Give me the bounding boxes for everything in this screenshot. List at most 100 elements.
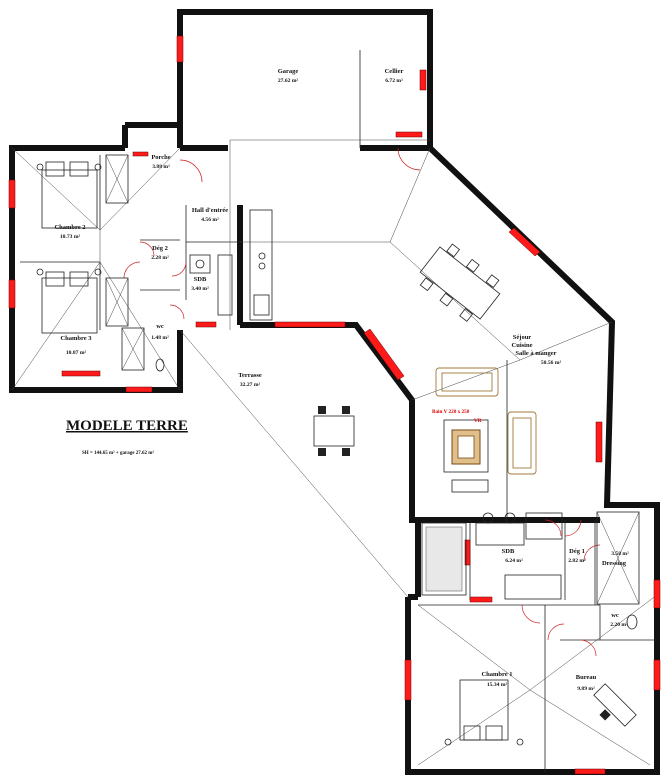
sink-bowl (504, 512, 516, 524)
roof-line (389, 241, 521, 361)
window (132, 151, 149, 157)
lamp (444, 738, 452, 746)
dressing-label: Dressing (602, 560, 627, 567)
sofa-cushion (441, 372, 493, 392)
hob (258, 252, 266, 260)
pillow (69, 161, 89, 177)
chair (318, 406, 326, 414)
vr-note: VR (474, 418, 482, 424)
chair (342, 406, 350, 414)
roof-lines (11, 139, 658, 766)
terrasse-label: Terrasse (238, 372, 262, 379)
roof-line (529, 689, 651, 766)
roof-line (99, 147, 181, 231)
chair (485, 274, 500, 289)
window (395, 131, 423, 138)
rug (443, 419, 489, 473)
bain-note: Bain V 220 x 250 (432, 409, 470, 415)
tv-unit (451, 479, 489, 493)
lamp (516, 738, 524, 746)
deg2-label: Dég 2 (152, 245, 168, 252)
desk-chair (599, 709, 611, 721)
wc-right-area: 2.20 m² (610, 622, 628, 628)
main-outer-wall (405, 145, 660, 775)
bathtub (504, 574, 562, 600)
hob (258, 262, 266, 270)
terrace-table (313, 415, 355, 447)
pillow (485, 725, 503, 741)
window (653, 579, 661, 609)
shower-tray (425, 526, 463, 592)
window (419, 69, 427, 91)
door-arc (123, 261, 141, 279)
chambre3-area: 10.87 m² (66, 350, 87, 356)
window (8, 279, 16, 309)
window (508, 227, 541, 257)
pillow (45, 161, 65, 177)
garage-wall (177, 9, 433, 148)
roof-line (529, 594, 658, 691)
window (8, 179, 16, 209)
porche-area: 3.88 m² (152, 164, 170, 170)
chair (439, 292, 454, 307)
sejour-label: Séjour (513, 334, 532, 341)
roof-line (417, 604, 531, 691)
armchair-cushion (512, 417, 532, 469)
window (469, 596, 493, 603)
chair (459, 308, 473, 322)
sdb-label: SDB (502, 548, 515, 555)
wc-left-area: 1.48 m² (151, 335, 169, 341)
pillow (45, 271, 65, 287)
table-top (419, 246, 501, 320)
lamp (94, 163, 102, 171)
chambre2-label: Chambre 2 (54, 224, 85, 231)
dressing-area: 3.58 m² (611, 551, 629, 557)
doors (123, 147, 601, 657)
chair (419, 277, 434, 292)
bed (41, 277, 98, 334)
sofa (435, 367, 499, 397)
kitchen-sink (253, 294, 270, 316)
storage (525, 512, 563, 540)
roof-line (11, 147, 101, 391)
desk-top (593, 683, 637, 727)
deg2-area: 2.28 m² (151, 255, 169, 261)
roof-line (179, 329, 409, 598)
lamp (36, 268, 44, 276)
window (363, 328, 405, 381)
wc-right-label: wc (611, 612, 619, 619)
porche-label: Porche (151, 154, 170, 161)
cuisine-label: Cuisine (512, 342, 533, 349)
hall-area: 4.56 m² (201, 217, 219, 223)
chair (446, 243, 461, 258)
window (125, 386, 153, 393)
walls (9, 9, 660, 775)
chambre2-area: 10.73 m² (60, 234, 81, 240)
chair (342, 448, 350, 456)
chambre1-area: 15.34 m² (487, 682, 508, 688)
window (595, 421, 603, 463)
cellier-area: 6.72 m² (385, 78, 403, 84)
hall-label: Hall d'entrée (192, 207, 228, 214)
window (653, 659, 661, 691)
windows (8, 35, 661, 775)
shower-area (421, 522, 467, 596)
toilet (155, 358, 165, 372)
door-arc (544, 519, 562, 537)
armchair (507, 411, 537, 475)
lamp (36, 163, 44, 171)
window (176, 35, 184, 63)
closet-cross (105, 154, 129, 204)
garage-label: Garage (278, 68, 299, 75)
door-arc (169, 304, 185, 320)
wc-left-label: wc (156, 323, 164, 330)
closet (105, 277, 129, 327)
deg1-area: 2.82 m² (568, 558, 586, 564)
sdb-small-label: SDB (194, 276, 207, 283)
deg1-label: Dég 1 (569, 548, 585, 555)
pillow (463, 725, 481, 741)
terrasse-area: 32.27 m² (240, 382, 261, 388)
door-arc (179, 159, 203, 183)
chambre1-label: Chambre 1 (481, 671, 512, 678)
door-arc (564, 519, 582, 537)
